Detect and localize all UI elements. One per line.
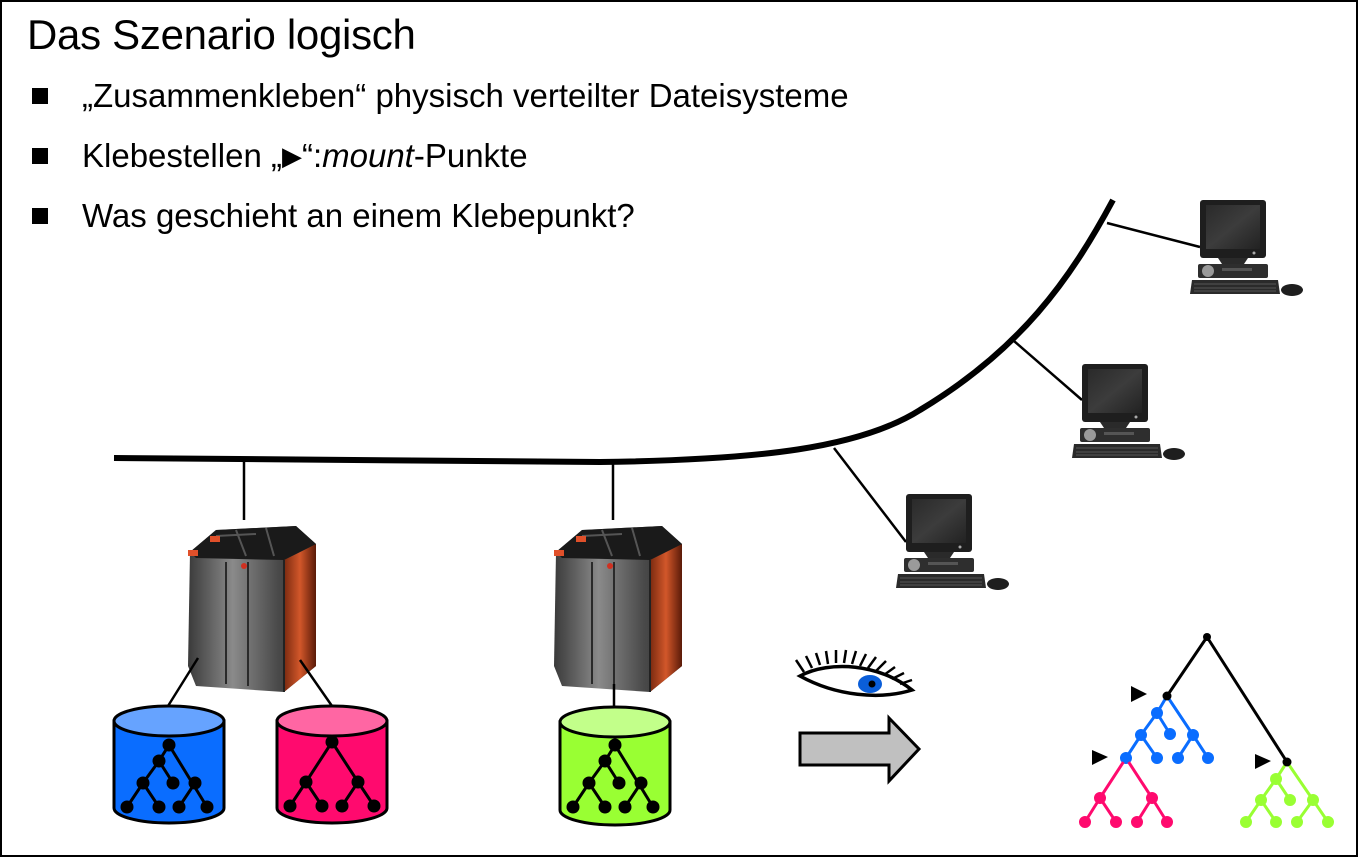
mount-node-green [1282, 757, 1292, 767]
disk-green-icon [558, 705, 672, 827]
workstation-1-icon [895, 493, 1010, 591]
network-bus [113, 198, 1116, 466]
workstation-3-icon [1189, 199, 1304, 297]
mount-node-pink [1121, 753, 1131, 763]
bullet-square-icon [32, 148, 48, 164]
bullet-text-pre: Klebestellen „ [82, 137, 282, 174]
workstation-2-link [1013, 340, 1083, 401]
mount-node-blue [1162, 691, 1172, 701]
workstation-3-link [1106, 221, 1201, 249]
bullet-1: „Zusammenkleben“ physisch verteilter Dat… [32, 76, 849, 116]
slide-title: Das Szenario logisch [27, 11, 416, 58]
transform-arrow-icon [798, 714, 922, 785]
bullet-2: Klebestellen „▶“: mount-Punkte [32, 136, 528, 176]
mount-triangle-glyph: ▶ [281, 141, 302, 171]
workstation-1-link [833, 447, 907, 543]
bullet-text-post: -Punkte [413, 137, 528, 174]
tree-root-node [1203, 633, 1211, 641]
disk-pink-icon [275, 704, 389, 825]
workstation-2-icon [1071, 363, 1186, 461]
bullet-text-italic: mount [322, 137, 414, 174]
disk-blue-icon [112, 704, 226, 825]
server-left-disk-pink-link [298, 659, 334, 707]
merged-namespace-tree [1079, 633, 1334, 828]
server-middle-icon [553, 525, 683, 693]
bullet-3: Was geschieht an einem Klebepunkt? [32, 196, 635, 236]
bullet-square-icon [32, 208, 48, 224]
mount-point-triangle-icon [1092, 750, 1108, 765]
bullet-text: Was geschieht an einem Klebepunkt? [82, 197, 635, 234]
bullet-text-mid: “: [301, 137, 323, 174]
bullet-square-icon [32, 88, 48, 104]
mount-point-triangle-icon [1131, 686, 1147, 702]
mount-point-triangle-icon [1255, 754, 1271, 769]
bullet-text: „Zusammenkleben“ physisch verteilter Dat… [82, 77, 849, 114]
server-left-icon [187, 525, 317, 693]
eye-icon [794, 649, 916, 698]
server-left-disk-blue-link [166, 657, 200, 707]
